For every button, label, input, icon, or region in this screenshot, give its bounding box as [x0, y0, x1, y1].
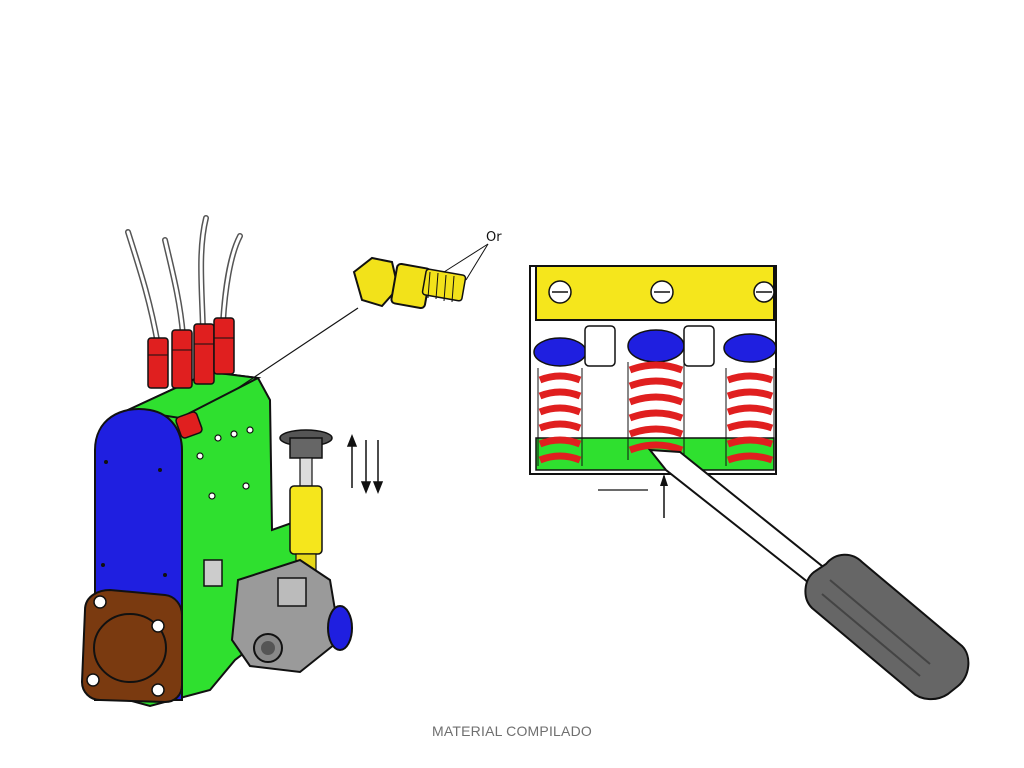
- spring-valve-detail-illustration: [529, 265, 777, 518]
- valve-body: [203, 558, 353, 674]
- footer-text: MATERIAL COMPILADO: [432, 723, 592, 739]
- screwdriver-illustration: [647, 448, 970, 700]
- injection-pump-illustration: [80, 215, 359, 708]
- adjustment-screw-illustration: [352, 243, 489, 310]
- annotation-or-label: Or: [486, 230, 502, 245]
- springs: [538, 361, 774, 464]
- drive-flange: [80, 588, 183, 704]
- up-down-arrows-icon: [346, 433, 384, 495]
- leader-line: [237, 307, 359, 389]
- delivery-valve-fittings: [147, 317, 235, 439]
